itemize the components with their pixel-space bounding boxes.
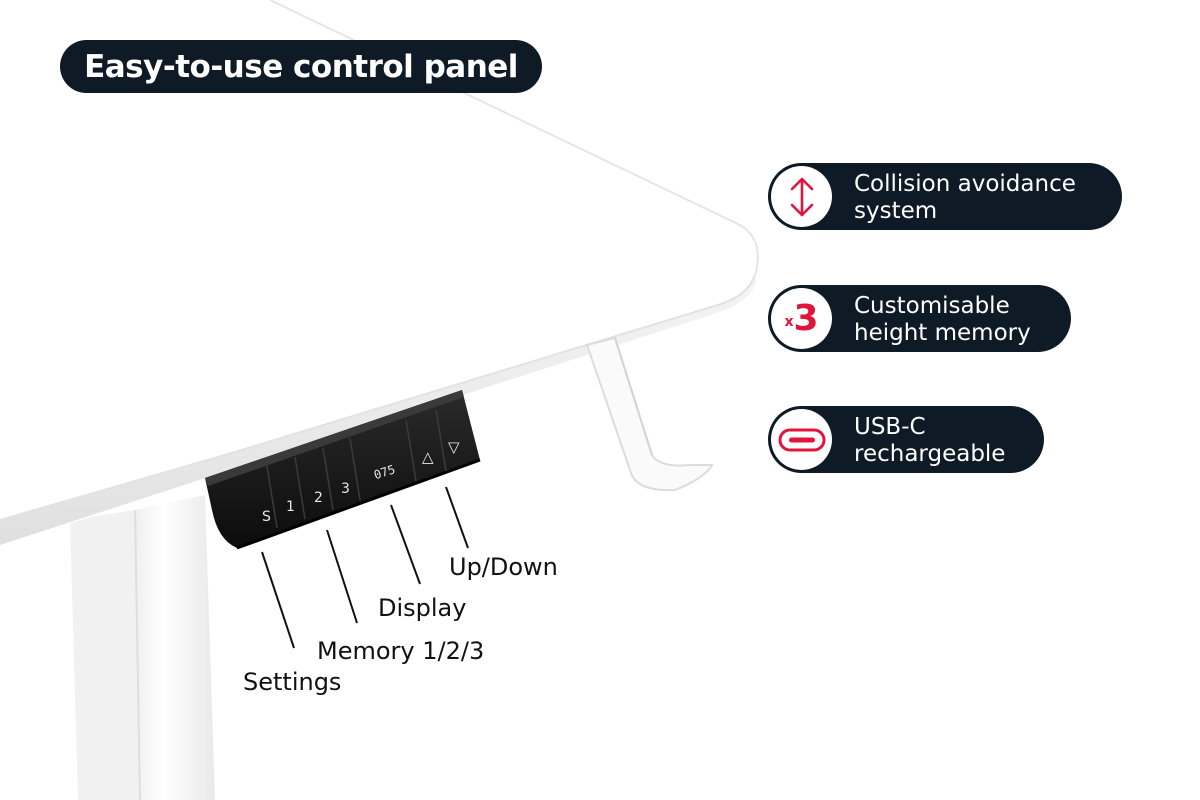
up-down-arrow-icon — [790, 177, 813, 216]
feature-line-2: system — [854, 198, 938, 224]
callout-memory: Memory 1/2/3 — [317, 637, 485, 665]
feature-icon-circle — [771, 409, 832, 470]
display-leader-line — [390, 504, 421, 585]
feature-line-2: rechargeable — [854, 441, 1006, 467]
callout-up-down: Up/Down — [449, 553, 558, 581]
settings-leader-line — [261, 551, 295, 649]
feature-line-1: USB-C — [854, 414, 926, 440]
up-button[interactable]: △ — [422, 448, 434, 466]
feature-line-1: Customisable — [854, 293, 1010, 319]
usb-c-port-icon — [778, 428, 825, 451]
feature-text: Customisable height memory — [854, 293, 1031, 347]
page-title-text: Easy-to-use control panel — [84, 48, 518, 85]
memory-leader-line — [326, 529, 358, 624]
x3-icon-x: x — [784, 314, 794, 330]
desk-top — [0, 0, 759, 545]
x3-icon-3: 3 — [793, 298, 819, 339]
memory-2-button[interactable]: 2 — [314, 490, 323, 506]
feature-usb-c: USB-C rechargeable — [768, 406, 1044, 473]
feature-icon-circle — [771, 166, 832, 227]
memory-1-button[interactable]: 1 — [286, 499, 295, 515]
control-panel: S 1 2 3 075 △ ▽ — [205, 390, 481, 550]
down-button[interactable]: ▽ — [448, 438, 460, 456]
feature-icon-circle: x3 — [771, 288, 832, 349]
feature-text: USB-C rechargeable — [854, 414, 1005, 468]
feature-collision-avoidance: Collision avoidance system — [768, 163, 1122, 230]
feature-text: Collision avoidance system — [854, 171, 1076, 225]
desk-leg — [70, 495, 215, 800]
memory-3-button[interactable]: 3 — [341, 481, 350, 497]
callout-settings: Settings — [243, 668, 342, 696]
headphone-hook — [585, 336, 714, 492]
feature-line-2: height memory — [854, 320, 1031, 346]
callout-display: Display — [378, 594, 467, 622]
updown-leader-line — [445, 486, 469, 549]
feature-line-1: Collision avoidance — [854, 171, 1076, 197]
page-title: Easy-to-use control panel — [60, 40, 542, 93]
feature-height-memory: x3 Customisable height memory — [768, 285, 1071, 352]
settings-button[interactable]: S — [262, 509, 271, 525]
height-display: 075 — [372, 462, 397, 482]
callout-lines — [261, 486, 469, 649]
x3-icon: x3 — [784, 298, 818, 339]
